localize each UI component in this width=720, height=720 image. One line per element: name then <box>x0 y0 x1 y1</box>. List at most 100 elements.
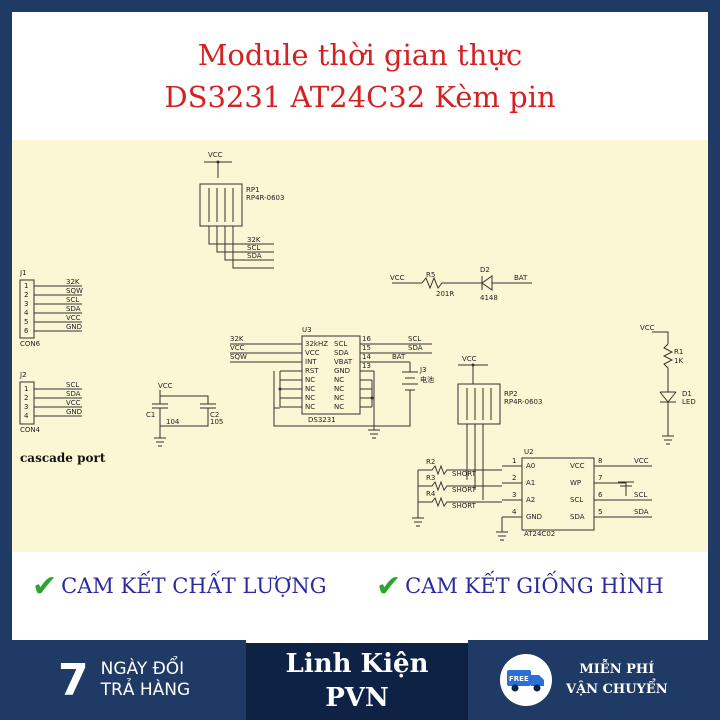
label-short-1: SHORT <box>452 470 477 478</box>
label-u3-r6: NC <box>334 385 344 393</box>
label-rp2-value: RP4R-0603 <box>504 398 542 406</box>
label-u2-r4: SDA <box>570 513 585 521</box>
label-vcc-c: VCC <box>158 382 173 390</box>
label-j2-pin-4: GND <box>66 408 82 416</box>
label-j2-num-4: 4 <box>24 412 29 420</box>
label-r2: R2 <box>426 458 435 466</box>
label-j1-num-2: 2 <box>24 291 28 299</box>
label-r4: R4 <box>426 490 436 498</box>
label-u3-r3: VBAT <box>334 358 353 366</box>
label-con6: CON6 <box>20 340 41 348</box>
return-line-2: TRẢ HÀNG <box>100 680 191 700</box>
label-j1-num-6: 6 <box>24 327 29 335</box>
label-u2-n7: 7 <box>598 474 602 482</box>
label-u2-n3: 3 <box>512 491 516 499</box>
label-d1: D1 <box>682 390 692 398</box>
free-badge-text: FREE <box>509 675 529 683</box>
footer-bar: 7 NGÀY ĐỔI TRẢ HÀNG Linh Kiện PVN FREE M… <box>0 640 720 720</box>
label-bat: BAT <box>514 274 528 282</box>
label-u3-n13: 13 <box>362 362 371 370</box>
label-vcc-rp1: VCC <box>208 151 223 159</box>
label-u2-out-1: VCC <box>634 457 649 465</box>
label-rp1-value: RP4R-0603 <box>246 194 284 202</box>
label-c1: C1 <box>146 411 155 419</box>
label-u2-out-2: SCL <box>634 491 647 499</box>
label-u2-l4: GND <box>526 513 542 521</box>
label-u3-r7: NC <box>334 394 344 402</box>
label-j2-num-3: 3 <box>24 403 28 411</box>
label-u3-n16: 16 <box>362 335 371 343</box>
label-r1-value: 1K <box>674 357 683 365</box>
label-c2-value: 105 <box>210 418 223 426</box>
label-u3-l6: NC <box>305 385 315 393</box>
brand-line-2: PVN <box>325 683 389 713</box>
label-rp1-out-3: SDA <box>247 252 262 260</box>
label-j1-pin-2: SQW <box>66 287 83 295</box>
label-j2-pin-1: SCL <box>66 381 79 389</box>
label-short-3: SHORT <box>452 502 477 510</box>
label-j2-num-1: 1 <box>24 385 28 393</box>
label-u3-r2: SDA <box>334 349 349 357</box>
label-u3-n15: 15 <box>362 344 371 352</box>
product-title: Module thời gian thực DS3231 AT24C32 Kèm… <box>12 34 708 118</box>
label-u2-n5: 5 <box>598 508 602 516</box>
label-c1-value: 104 <box>166 418 180 426</box>
label-u3-r8: NC <box>334 403 344 411</box>
label-j1-num-3: 3 <box>24 300 28 308</box>
label-u3-l4: RST <box>305 367 319 375</box>
label-u2-n6: 6 <box>598 491 603 499</box>
promise-image-text: CAM KẾT GIỐNG HÌNH <box>405 574 664 598</box>
label-rp1-out-2: SCL <box>247 244 260 252</box>
label-u2-r3: SCL <box>570 496 583 504</box>
schematic-labels: VCC RP1 RP4R-0603 32K SCL SDA J1 1 2 3 4… <box>19 151 696 538</box>
label-u2-r2: WP <box>570 479 581 487</box>
label-j3-value: 电池 <box>420 375 434 384</box>
label-j1-num-5: 5 <box>24 318 28 326</box>
label-u3-out-2: SDA <box>408 344 423 352</box>
label-d2-value: 4148 <box>480 294 498 302</box>
shop-brand: Linh Kiện PVN <box>246 640 468 720</box>
label-j1-num-1: 1 <box>24 282 28 290</box>
label-short-2: SHORT <box>452 486 477 494</box>
label-j2-pin-2: SDA <box>66 390 81 398</box>
label-u2-l2: A1 <box>526 479 535 487</box>
label-u2-r1: VCC <box>570 462 585 470</box>
check-icon: ✔ <box>32 568 58 604</box>
label-j1-pin-1: 32K <box>66 278 80 286</box>
label-rp2: RP2 <box>504 390 518 398</box>
label-j2: J2 <box>19 371 27 379</box>
label-j2-pin-3: VCC <box>66 399 81 407</box>
label-u2-n8: 8 <box>598 457 602 465</box>
label-u3-n14: 14 <box>362 353 371 361</box>
label-u2-l3: A2 <box>526 496 535 504</box>
free-shipping: FREE MIỄN PHÍ VẬN CHUYỂN <box>500 650 668 710</box>
label-u2: U2 <box>524 448 534 456</box>
label-cascade-port: cascade port <box>20 451 106 465</box>
label-j3: J3 <box>419 366 427 374</box>
check-icon: ✔ <box>376 568 402 604</box>
label-u2-out-3: SDA <box>634 508 649 516</box>
label-u2-n4: 4 <box>512 508 517 516</box>
label-u3-out-1: SCL <box>408 335 421 343</box>
brand-line-1: Linh Kiện <box>285 649 429 679</box>
circuit-schematic: VCC RP1 RP4R-0603 32K SCL SDA J1 1 2 3 4… <box>12 140 708 552</box>
label-con4: CON4 <box>20 426 41 434</box>
ship-line-1: MIỄN PHÍ <box>579 662 655 677</box>
delivery-truck-icon: FREE <box>500 654 552 706</box>
label-u2-l1: A0 <box>526 462 535 470</box>
ship-line-2: VẬN CHUYỂN <box>566 682 668 697</box>
label-vcc-rp2: VCC <box>462 355 477 363</box>
label-u3-l2: VCC <box>305 349 320 357</box>
label-d1-value: LED <box>682 398 696 406</box>
label-d2: D2 <box>480 266 490 274</box>
label-r5-value: 201R <box>436 290 454 298</box>
return-line-1: NGÀY ĐỔI <box>100 659 185 679</box>
label-u3-l5: NC <box>305 376 315 384</box>
title-line-2: DS3231 AT24C32 Kèm pin <box>164 80 556 114</box>
promise-quality-text: CAM KẾT CHẤT LƯỢNG <box>61 574 327 598</box>
label-u3-l7: NC <box>305 394 315 402</box>
label-u3-l8: NC <box>305 403 315 411</box>
schematic-drawing: VCC RP1 RP4R-0603 32K SCL SDA J1 1 2 3 4… <box>19 151 696 541</box>
label-vcc-r5: VCC <box>390 274 405 282</box>
label-j2-num-2: 2 <box>24 394 28 402</box>
